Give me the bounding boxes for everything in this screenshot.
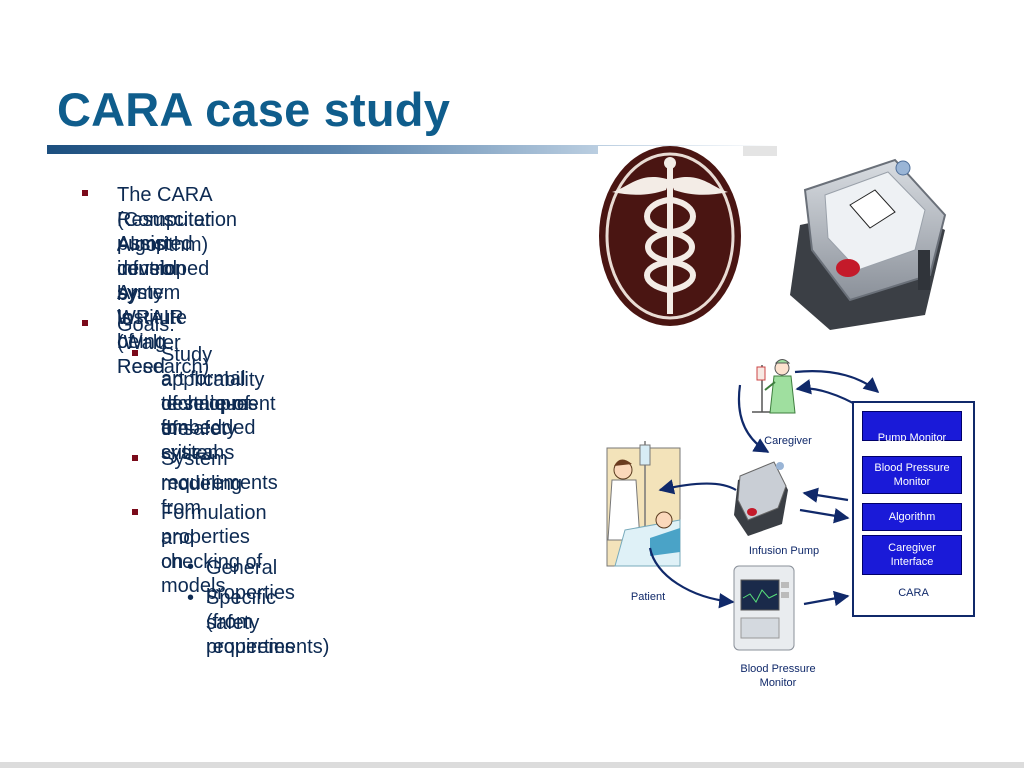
bullet-line: Army Institute of Research) bbox=[117, 282, 210, 378]
cara-label: CARA bbox=[898, 587, 929, 599]
algorithm-text: Algorithm bbox=[888, 511, 936, 523]
bullet-line: The CARA (Computer Assisted bbox=[117, 184, 212, 255]
bp-monitor-module: Blood Pressure Monitor bbox=[862, 456, 962, 494]
bullet-line: System modeling from bbox=[161, 448, 243, 519]
bullet-line: General properties bbox=[206, 557, 295, 604]
pump-monitor-module: Pump Monitor bbox=[862, 411, 962, 444]
arrow-cara-to-pump bbox=[802, 487, 849, 503]
arrow-bp-monitor-to-cara bbox=[803, 590, 850, 607]
bullet-line: pump control system is being bbox=[117, 233, 181, 353]
bullet-square bbox=[132, 350, 138, 356]
arrow-caregiver-to-pump bbox=[737, 384, 770, 453]
bp-monitor-label-line-1: Blood Pressure bbox=[740, 663, 816, 675]
bullet-line: art formal techniques for bbox=[161, 368, 258, 439]
bullet-line: Specific safety properties bbox=[206, 587, 295, 658]
bullet-line: Resuscitation Algorithm) infusion bbox=[117, 209, 238, 280]
algorithm-module: Algorithm bbox=[862, 503, 962, 531]
caduceus-emblem-icon bbox=[598, 146, 743, 326]
caregiver-interface-text-2: Interface bbox=[890, 556, 934, 568]
arrow-pump-to-patient bbox=[658, 479, 737, 495]
small-infusion-pump-icon bbox=[734, 461, 788, 536]
arrow-pump-to-cara bbox=[799, 508, 850, 524]
caregiver-label: Caregiver bbox=[764, 435, 812, 447]
bp-monitor-text-2: Monitor bbox=[893, 476, 931, 488]
caregiver-icon bbox=[752, 359, 796, 414]
arrow-caregiver-to-cara bbox=[794, 370, 880, 394]
bullet-line: Study applicability of state-of-the- bbox=[161, 344, 265, 440]
bullet-line: properties on models bbox=[161, 526, 250, 597]
bullet-line: requirements bbox=[161, 472, 278, 494]
bullet-line: embedded systems bbox=[161, 417, 256, 464]
caregiver-interface-module: Caregiver Interface bbox=[862, 535, 962, 575]
bp-monitor-label-line-2: Monitor bbox=[759, 677, 797, 689]
infusion-pump-label: Infusion Pump bbox=[748, 545, 820, 557]
bullet-line: (from requirements) bbox=[206, 611, 330, 658]
blood-pressure-monitor-icon bbox=[733, 565, 795, 651]
bullet-dot: • bbox=[187, 587, 195, 609]
bullet-square bbox=[82, 190, 88, 196]
bullet-square bbox=[132, 455, 138, 461]
bottom-bar bbox=[0, 762, 1024, 768]
bullet-square bbox=[132, 509, 138, 515]
bp-monitor-text-1: Blood Pressure bbox=[874, 462, 950, 474]
caregiver-interface-text-1: Caregiver bbox=[888, 542, 936, 554]
slide-title: CARA case study bbox=[57, 83, 451, 136]
arrow-patient-to-bp-monitor bbox=[648, 547, 735, 609]
bullet-line: development of safety critical bbox=[161, 393, 276, 464]
bullet-line: Formulation and checking of bbox=[161, 502, 267, 573]
pump-monitor-text: Pump Monitor bbox=[877, 432, 947, 444]
bullet-line: Goals: bbox=[117, 314, 175, 336]
patient-label: Patient bbox=[630, 591, 666, 603]
patient-scene-icon bbox=[606, 441, 681, 567]
bullet-dot: • bbox=[187, 556, 195, 578]
title-underline bbox=[47, 145, 777, 154]
bullet-line: developed by WRAIR (Walter Reed bbox=[117, 258, 210, 378]
bullet-square bbox=[82, 320, 88, 326]
infusion-pump-photo bbox=[743, 146, 947, 330]
